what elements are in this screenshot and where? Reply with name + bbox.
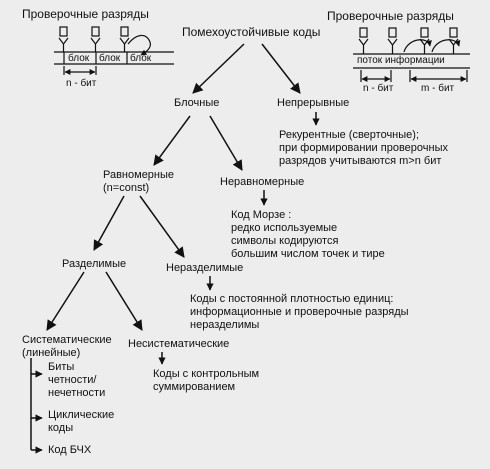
block-width-label: n - бит	[66, 78, 97, 89]
stream-label: поток информации	[357, 55, 445, 66]
bch-code: Код БЧХ	[48, 444, 92, 456]
checksum-note-line-1: Коды с контрольным	[153, 368, 260, 380]
node-block-codes: Блочные	[174, 97, 220, 109]
block-cell-2: блок	[99, 53, 121, 64]
check-bit-box-2	[91, 26, 100, 37]
stream-feedback-arc-2	[431, 39, 461, 53]
cyclic-line-1: Циклические	[48, 409, 115, 421]
diagram-title: Помехоустойчивые коды	[182, 25, 321, 39]
arrow-block-to-uniform	[153, 115, 191, 166]
stream-check-box-1	[359, 27, 368, 38]
node-uniform-line-2: (n=const)	[103, 182, 150, 194]
arrow-block-to-nonuniform	[209, 115, 243, 171]
arrow-uniform-to-separable	[93, 195, 125, 251]
stream-fork-4	[448, 38, 459, 54]
check-bit-fork-3	[119, 37, 130, 52]
continuous-note-line-2: при формировании проверочных	[279, 142, 448, 154]
node-systematic-line-2: (линейные)	[22, 347, 81, 359]
block-inset-caption: Проверочные разряды	[22, 7, 149, 21]
node-uniform-line-1: Равномерные	[103, 169, 175, 181]
node-continuous-codes: Непрерывные	[277, 97, 350, 109]
arrow-root-to-block	[192, 43, 245, 94]
block-inset-diagram	[54, 26, 174, 75]
arrow-root-to-continuous	[261, 43, 301, 94]
stream-inset-diagram	[353, 27, 470, 82]
parity-line-2: четности/	[48, 374, 97, 386]
continuous-note-line-1: Рекурентные (сверточные);	[279, 129, 420, 141]
node-separable-codes: Разделимые	[62, 258, 127, 270]
node-nonuniform-codes: Неравномерные	[220, 176, 305, 188]
continuous-note-line-3: разрядов учитываются m>n бит	[279, 155, 442, 167]
constant-weight-note-line-2: информационные и проверочные разряды	[190, 306, 409, 318]
node-nonsystematic-codes: Несистематические	[128, 338, 230, 350]
stream-check-box-2	[388, 27, 397, 38]
block-cell-1: блок	[68, 53, 90, 64]
arrow-uniform-to-nonseparable	[139, 195, 185, 258]
constant-weight-note-line-3: неразделимы	[190, 319, 260, 331]
check-bit-box-3	[120, 26, 129, 37]
morse-note-line-1: Код Морзе :	[231, 209, 292, 221]
morse-note-line-4: большим числом точек и тире	[231, 248, 385, 260]
node-nonseparable-codes: Неразделимые	[166, 262, 244, 274]
node-systematic-line-1: Систематические	[22, 334, 112, 346]
morse-note-line-2: редко используемые	[231, 222, 338, 234]
constant-weight-note-line-1: Коды с постоянной плотностью единиц:	[190, 293, 394, 305]
stream-check-box-3	[420, 27, 429, 38]
parity-line-3: нечетности	[48, 387, 106, 399]
cyclic-line-2: коды	[48, 422, 74, 434]
stream-check-box-4	[449, 27, 458, 38]
stream-m-label: m - бит	[421, 83, 455, 94]
checksum-note-line-2: суммированием	[153, 381, 236, 393]
arrow-separable-to-systematic	[46, 271, 85, 331]
stream-fork-2	[387, 38, 398, 54]
check-bit-fork-2	[90, 37, 101, 52]
check-bit-fork-1	[58, 37, 69, 52]
stream-n-label: n - бит	[363, 83, 394, 94]
block-cell-3: блок	[130, 53, 152, 64]
stream-inset-caption: Проверочные разряды	[327, 9, 454, 23]
check-bit-box-1	[59, 26, 68, 37]
tree-arrows	[30, 43, 320, 454]
arrow-separable-to-nonsystematic	[105, 271, 143, 331]
stream-fork-1	[358, 38, 369, 54]
morse-note-line-3: символы кодируются	[231, 235, 339, 247]
stream-feedback-arc-1	[403, 39, 432, 53]
parity-line-1: Биты	[48, 361, 75, 373]
